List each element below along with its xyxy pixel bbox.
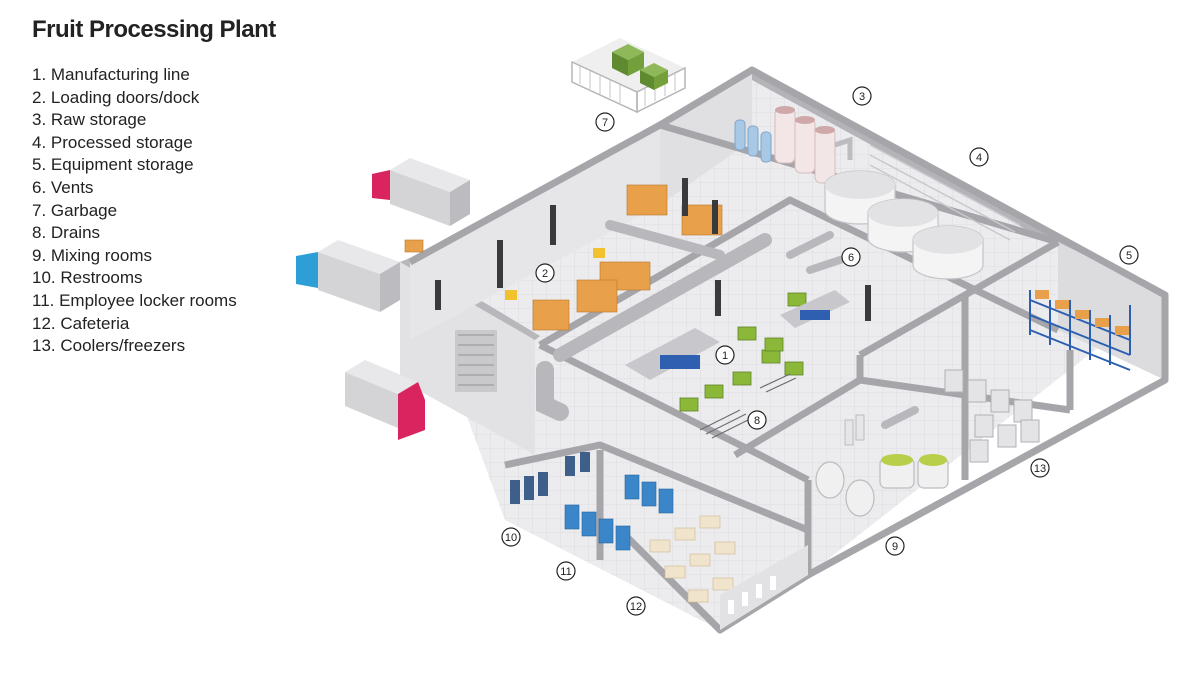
legend-item: 10. Restrooms <box>32 268 143 288</box>
garbage-bin <box>612 44 644 76</box>
raw-storage-tanks <box>734 106 853 184</box>
garbage-enclosure <box>571 38 686 114</box>
forklifts <box>505 248 605 300</box>
legend-item: 1. Manufacturing line <box>32 65 190 84</box>
callout-circle-8 <box>747 410 767 430</box>
mixing-equipment <box>815 414 949 517</box>
legend-item: 6. Vents <box>32 177 94 197</box>
processed-storage-silos <box>824 144 1021 280</box>
cafeteria-wall <box>720 545 808 630</box>
callout-circle-1 <box>715 345 735 365</box>
lockers <box>564 474 674 551</box>
legend-item: 13. Coolers/freezers <box>32 336 186 356</box>
legend-item: 5. Equipment storage <box>32 155 194 175</box>
cooler-units <box>944 369 1040 463</box>
callout-number-5: 5 <box>1126 250 1132 262</box>
dock-doors <box>435 178 871 321</box>
callout-number-10: 10 <box>505 532 517 544</box>
legend-item: 3. Raw storage <box>32 110 147 130</box>
callout-circle-9 <box>885 536 905 556</box>
callout-circle-11 <box>556 561 576 581</box>
legend-list: 1. Manufacturing line 2. Loading doors/d… <box>32 64 237 358</box>
floor-drains <box>699 373 797 439</box>
callout-number-7: 7 <box>602 117 608 129</box>
cafeteria-tables <box>649 515 736 603</box>
callout-circle-10 <box>501 527 521 547</box>
legend-item: 4. Processed storage <box>32 132 193 152</box>
truck-pink-at-dock <box>372 158 470 226</box>
callout-circle-6 <box>841 247 861 267</box>
dock-shelving <box>404 184 723 331</box>
callout-number-1: 1 <box>722 350 728 362</box>
restroom-stalls <box>510 452 590 504</box>
equipment-boxes <box>1035 290 1129 335</box>
callout-number-11: 11 <box>560 566 571 578</box>
callout-number-12: 12 <box>630 601 642 613</box>
callout-number-6: 6 <box>848 252 854 264</box>
truck-pink-arriving <box>345 360 425 440</box>
legend-item: 2. Loading doors/dock <box>32 87 200 107</box>
callout-number-8: 8 <box>754 415 760 427</box>
legend-item: 8. Drains <box>32 223 101 243</box>
equipment-racks <box>1029 290 1131 371</box>
diagram-title: Fruit Processing Plant <box>32 16 276 43</box>
callout-circle-13 <box>1030 458 1050 478</box>
legend-item: 7. Garbage <box>32 200 118 220</box>
callout-circle-5 <box>1119 245 1139 265</box>
callout-circle-4 <box>969 147 989 167</box>
manufacturing-line <box>625 290 850 412</box>
legend-item: 11. Employee locker rooms <box>32 290 237 310</box>
truck-blue-at-dock <box>296 240 400 312</box>
callout-circle-12 <box>626 596 646 616</box>
callout-number-13: 13 <box>1034 463 1046 475</box>
legend-item: 9. Mixing rooms <box>32 245 152 265</box>
callout-circle-7 <box>595 112 615 132</box>
callout-circle-3 <box>852 86 872 106</box>
callout-number-3: 3 <box>859 91 865 103</box>
callout-number-4: 4 <box>976 152 982 164</box>
callout-circle-2 <box>535 263 555 283</box>
callout-number-9: 9 <box>892 541 898 553</box>
ventilation-ducts <box>536 220 919 429</box>
legend-item: 12. Cafeteria <box>32 313 130 333</box>
callout-number-2: 2 <box>542 268 548 280</box>
recycling-bin <box>640 63 668 90</box>
